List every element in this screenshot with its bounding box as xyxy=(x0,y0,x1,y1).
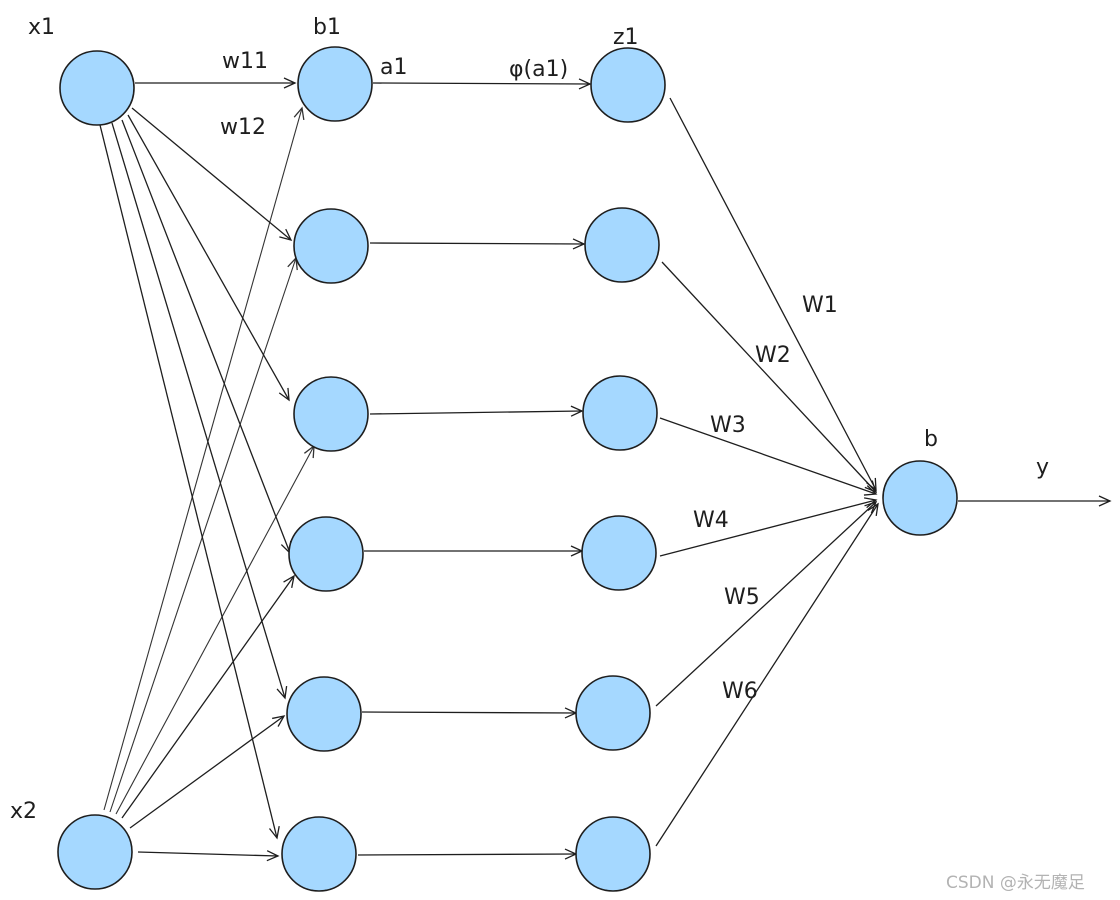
node-hidden-2 xyxy=(293,208,369,284)
node-activation-4 xyxy=(581,515,657,591)
node-hidden-5 xyxy=(286,676,362,752)
edge-x1-h6 xyxy=(99,124,280,840)
edge-a5-z5 xyxy=(361,707,578,719)
label-b1: b1 xyxy=(313,15,341,40)
node-hidden-6 xyxy=(281,816,357,892)
label-w6: W6 xyxy=(722,679,758,704)
label-a1: a1 xyxy=(380,55,407,80)
edge-x2-h5 xyxy=(129,715,286,829)
label-w12: w12 xyxy=(220,115,266,140)
label-w11: w11 xyxy=(222,49,268,74)
node-activation-2 xyxy=(584,207,660,283)
edge-x2-h4 xyxy=(121,574,295,819)
label-w5: W5 xyxy=(724,585,760,610)
edge-z1-out xyxy=(669,97,877,492)
edges-x1-to-hidden xyxy=(99,77,297,840)
node-x1 xyxy=(59,50,135,126)
node-x2 xyxy=(57,814,133,890)
activation-layer xyxy=(575,47,666,892)
node-output xyxy=(882,460,958,536)
node-hidden-4 xyxy=(288,516,364,592)
edge-z2-out xyxy=(661,261,878,494)
edge-x1-h3 xyxy=(127,114,290,402)
edges-x2-to-hidden xyxy=(103,106,315,862)
node-hidden-3 xyxy=(293,376,369,452)
edge-a1-z1 xyxy=(372,78,592,90)
node-activation-6 xyxy=(575,816,651,892)
label-b: b xyxy=(924,427,938,452)
node-activation-5 xyxy=(575,675,651,751)
edge-x2-h3 xyxy=(115,444,315,815)
label-w3: W3 xyxy=(710,413,746,438)
label-x1: x1 xyxy=(28,15,55,40)
edge-z5-out xyxy=(655,500,878,707)
edge-z4-out xyxy=(659,497,878,557)
edge-x1-h5 xyxy=(111,122,288,700)
edge-x2-h1 xyxy=(103,106,305,811)
output-layer xyxy=(882,460,958,536)
label-w2: W2 xyxy=(755,343,791,368)
node-activation-1 xyxy=(590,47,666,123)
label-y: y xyxy=(1036,455,1049,480)
label-z1: z1 xyxy=(613,25,639,50)
hidden-layer xyxy=(281,46,373,892)
node-hidden-1 xyxy=(297,46,373,122)
edge-x1-h4 xyxy=(121,119,292,555)
edge-a6-z6 xyxy=(357,848,578,860)
edge-a2-z2 xyxy=(369,238,586,250)
edge-z6-out xyxy=(655,502,879,847)
node-activation-3 xyxy=(582,375,658,451)
edge-a3-z3 xyxy=(369,405,584,417)
label-x2: x2 xyxy=(10,799,37,824)
edge-x2-h6 xyxy=(137,850,280,862)
edge-x1-h2 xyxy=(131,107,293,242)
watermark: CSDN @永无魔足 xyxy=(946,873,1085,893)
edges-activation-to-output xyxy=(655,97,879,847)
label-w4: W4 xyxy=(693,508,729,533)
edges-hidden-to-activation xyxy=(357,78,592,860)
label-phi-a1: φ(a1) xyxy=(509,57,568,82)
input-layer xyxy=(57,50,135,890)
edge-z3-out xyxy=(659,417,878,496)
label-w1: W1 xyxy=(802,293,838,318)
edge-x2-h2 xyxy=(109,256,298,813)
